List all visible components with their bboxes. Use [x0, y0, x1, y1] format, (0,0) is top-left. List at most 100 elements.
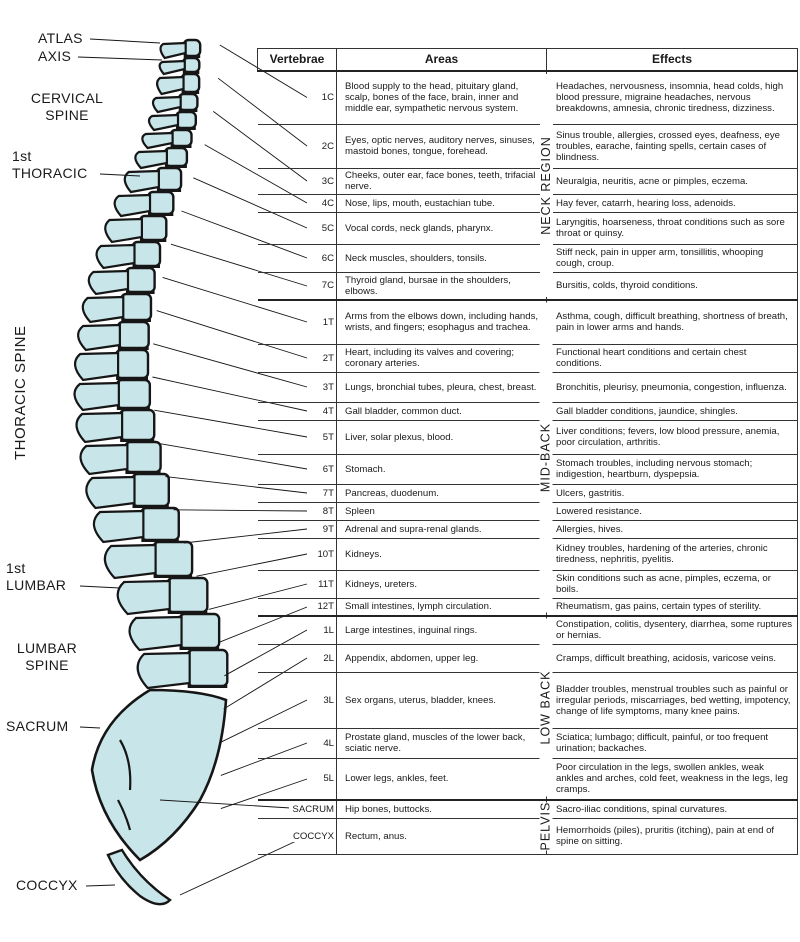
- vertebra-cell: 6T: [257, 453, 337, 485]
- effects-cell: Laryngitis, hoarseness, throat condition…: [546, 211, 798, 245]
- areas-cell: Cheeks, outer ear, face bones, teeth, tr…: [336, 167, 547, 195]
- vertebral-process: [128, 615, 183, 652]
- intervertebral-disc: [121, 319, 151, 322]
- areas-cell: Spleen: [336, 501, 547, 521]
- areas-cell: Heart, including its valves and covering…: [336, 343, 547, 373]
- region-label-neck: NECK REGION: [539, 73, 553, 297]
- effects-cell: Kidney troubles, hardening of the arteri…: [546, 537, 798, 571]
- vertebra-cell: SACRUM: [257, 799, 337, 819]
- vertebra-label: 11T: [315, 578, 334, 590]
- vertebra-cell: 12T: [257, 597, 337, 617]
- vertebral-process: [156, 75, 185, 96]
- vertebra-cell: 8T: [257, 501, 337, 521]
- areas-cell: Lower legs, ankles, feet.: [336, 757, 547, 801]
- effects-cell: Cramps, difficult breathing, acidosis, v…: [546, 643, 798, 673]
- areas-cell: Sex organs, uterus, bladder, knees.: [336, 671, 547, 729]
- vertebral-process: [77, 323, 121, 352]
- effects-cell: Bladder troubles, menstrual troubles suc…: [546, 671, 798, 729]
- vertebra-label: 6C: [318, 252, 334, 264]
- areas-cell: Adrenal and supra-renal glands.: [336, 519, 547, 539]
- vertebra-label: 1L: [320, 624, 334, 636]
- first-lumbar-label: 1st LUMBAR: [6, 560, 66, 594]
- intervertebral-disc: [164, 165, 187, 168]
- intervertebral-disc: [132, 265, 160, 268]
- first-thoracic-label: 1st THORACIC: [12, 148, 88, 182]
- areas-cell: Small intestines, lymph circulation.: [336, 597, 547, 617]
- region-label-pelvis: PELVIS: [538, 801, 553, 851]
- vertebral-body: [118, 408, 156, 442]
- region-label-mid-back: MID-BACK: [539, 302, 553, 613]
- areas-cell: Liver, solar plexus, blood.: [336, 419, 547, 455]
- vertebra-label: 4T: [319, 405, 334, 417]
- atlas-label: ATLAS: [38, 30, 83, 46]
- effects-cell: Functional heart conditions and certain …: [546, 343, 798, 373]
- vertebral-process: [92, 509, 145, 544]
- vertebral-body: [166, 576, 209, 614]
- vertebra-cell: 3L: [257, 671, 337, 729]
- vertebra-cell: 2C: [257, 123, 337, 169]
- header-vertebrae: Vertebrae: [257, 48, 337, 72]
- effects-cell: Asthma, cough, difficult breathing, shor…: [546, 299, 798, 345]
- lumbar-label-line-1: LUMBAR: [16, 640, 78, 656]
- vertebral-body: [114, 348, 150, 380]
- vertebral-process: [87, 269, 130, 296]
- vertebra-cell: 3T: [257, 371, 337, 403]
- areas-cell: Kidneys.: [336, 537, 547, 571]
- vertebra-label: SACRUM: [289, 803, 334, 815]
- lumbar-spine-label: LUMBAR SPINE: [8, 640, 86, 674]
- vertebral-body: [140, 506, 180, 542]
- vertebral-body: [124, 440, 162, 474]
- areas-cell: Stomach.: [336, 453, 547, 485]
- axis-label: AXIS: [38, 48, 72, 64]
- vertebral-process: [147, 113, 180, 132]
- header-effects: Effects: [546, 48, 798, 72]
- coccyx-leader: [85, 884, 116, 887]
- vertebra-label: 8T: [319, 505, 334, 517]
- areas-cell: Hip bones, buttocks.: [336, 799, 547, 819]
- lumbar-label-line-2: SPINE: [25, 657, 69, 673]
- effects-cell: Rheumatism, gas pains, certain types of …: [546, 597, 798, 617]
- intervertebral-disc: [178, 109, 198, 112]
- vertebral-process: [158, 59, 186, 76]
- sacrum-leader: [79, 726, 101, 729]
- vertebral-body: [116, 320, 150, 350]
- first-lumbar-label-line-1: 1st: [6, 560, 26, 576]
- vertebral-body: [155, 166, 183, 192]
- intervertebral-disc: [116, 407, 150, 410]
- vertebra-label: 5L: [320, 773, 334, 785]
- areas-cell: Appendix, abdomen, upper leg.: [336, 643, 547, 673]
- areas-cell: Thyroid gland, bursae in the shoulders, …: [336, 271, 547, 301]
- first-thoracic-label-line-1: 1st: [12, 148, 32, 164]
- vertebra-label: COCCYX: [289, 830, 334, 842]
- effects-cell: Hemorrhoids (piles), pruritis (itching),…: [546, 817, 798, 855]
- effects-cell: Constipation, colitis, dysentery, diarrh…: [546, 615, 798, 645]
- intervertebral-disc: [156, 189, 182, 192]
- cervical-label-line-1: CERVICAL: [30, 90, 104, 106]
- areas-cell: Gall bladder, common duct.: [336, 401, 547, 421]
- intervertebral-disc: [176, 127, 196, 130]
- vertebral-process: [123, 169, 160, 194]
- first-thoracic-leader: [99, 173, 141, 177]
- intervertebral-disc: [167, 611, 208, 614]
- intervertebral-disc: [179, 647, 220, 650]
- vertebra-cell: 6C: [257, 243, 337, 273]
- intervertebral-disc: [181, 91, 200, 94]
- vertebral-process: [113, 193, 152, 218]
- vertebra-cell: 4C: [257, 193, 337, 213]
